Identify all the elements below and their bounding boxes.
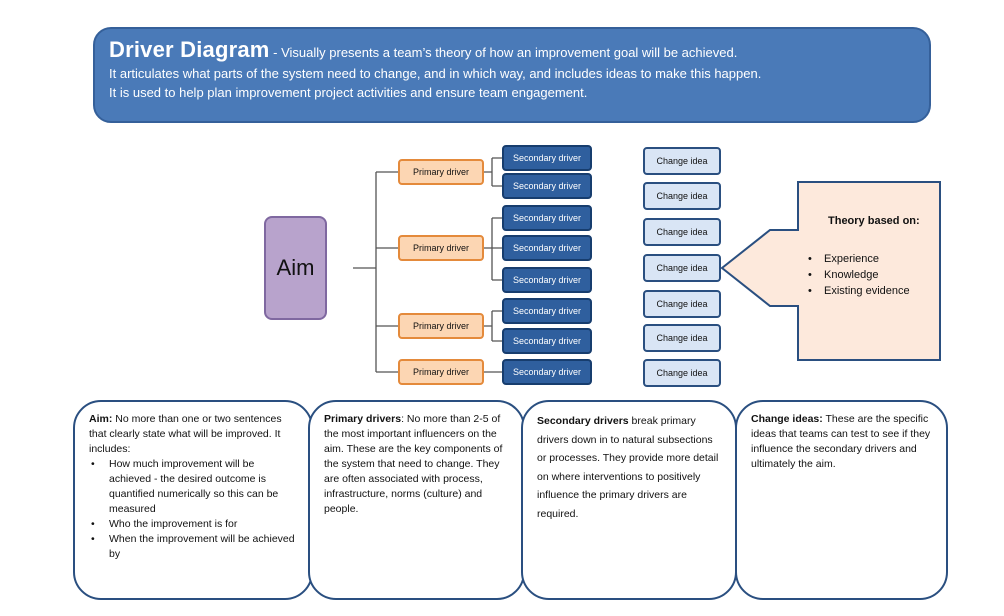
banner-line-3: It is used to help plan improvement proj… [109, 85, 588, 100]
aim-description-bullets: How much improvement will be achieved - … [89, 457, 299, 562]
header-banner: Driver Diagram - Visually presents a tea… [93, 27, 931, 123]
secondary-driver-box: Secondary driver [502, 145, 592, 171]
change-description-heading: Change ideas: [751, 413, 823, 425]
secondary-description-body: break primary drivers down in to natural… [537, 415, 719, 520]
primary-drivers-description: Primary drivers: No more than 2-5 of the… [308, 400, 525, 600]
aim-bullet: When the improvement will be achieved by [89, 532, 299, 562]
theory-item: Knowledge [808, 267, 938, 283]
secondary-driver-box: Secondary driver [502, 328, 592, 354]
banner-line-2: It articulates what parts of the system … [109, 66, 762, 81]
secondary-description-heading: Secondary drivers [537, 415, 629, 427]
aim-box: Aim [264, 216, 327, 320]
theory-list: Experience Knowledge Existing evidence [808, 251, 938, 299]
secondary-branches-3 [484, 310, 502, 342]
secondary-driver-box: Secondary driver [502, 267, 592, 293]
primary-description-body: : No more than 2-5 of the most important… [324, 413, 503, 515]
secondary-branches-2 [484, 217, 502, 281]
aim-description-heading: Aim: [89, 413, 113, 425]
aim-bullet: Who the improvement is for [89, 517, 299, 532]
primary-driver-box: Primary driver [398, 159, 484, 185]
theory-panel: Theory based on: Experience Knowledge Ex… [808, 214, 938, 299]
aim-bullet: How much improvement will be achieved - … [89, 457, 299, 517]
primary-branches [376, 171, 398, 373]
change-idea-box: Change idea [643, 218, 721, 246]
primary-driver-box: Primary driver [398, 235, 484, 261]
aim-description-text: Aim: No more than one or two sentences t… [89, 412, 299, 457]
secondary-drivers-description: Secondary drivers break primary drivers … [521, 400, 737, 600]
primary-driver-box: Primary driver [398, 359, 484, 385]
aim-description: Aim: No more than one or two sentences t… [73, 400, 313, 600]
banner-title: Driver Diagram [109, 37, 270, 62]
change-idea-box: Change idea [643, 147, 721, 175]
change-idea-box: Change idea [643, 324, 721, 352]
theory-item: Experience [808, 251, 938, 267]
theory-title: Theory based on: [828, 215, 920, 227]
primary-description-heading: Primary drivers [324, 413, 402, 425]
secondary-driver-box: Secondary driver [502, 235, 592, 261]
change-ideas-description: Change ideas: These are the specific ide… [735, 400, 948, 600]
aim-description-body: No more than one or two sentences that c… [89, 413, 282, 455]
secondary-driver-box: Secondary driver [502, 173, 592, 199]
primary-driver-box: Primary driver [398, 313, 484, 339]
banner-title-line: Driver Diagram - Visually presents a tea… [109, 39, 913, 64]
change-idea-box: Change idea [643, 182, 721, 210]
banner-subtitle: - Visually presents a team’s theory of h… [269, 45, 738, 60]
change-idea-box: Change idea [643, 254, 721, 282]
change-idea-box: Change idea [643, 359, 721, 387]
change-idea-box: Change idea [643, 290, 721, 318]
secondary-driver-box: Secondary driver [502, 205, 592, 231]
secondary-driver-box: Secondary driver [502, 359, 592, 385]
change-description-body: These are the specific ideas that teams … [751, 413, 931, 470]
theory-item: Existing evidence [808, 283, 938, 299]
secondary-driver-box: Secondary driver [502, 298, 592, 324]
secondary-branches-1 [484, 157, 502, 187]
